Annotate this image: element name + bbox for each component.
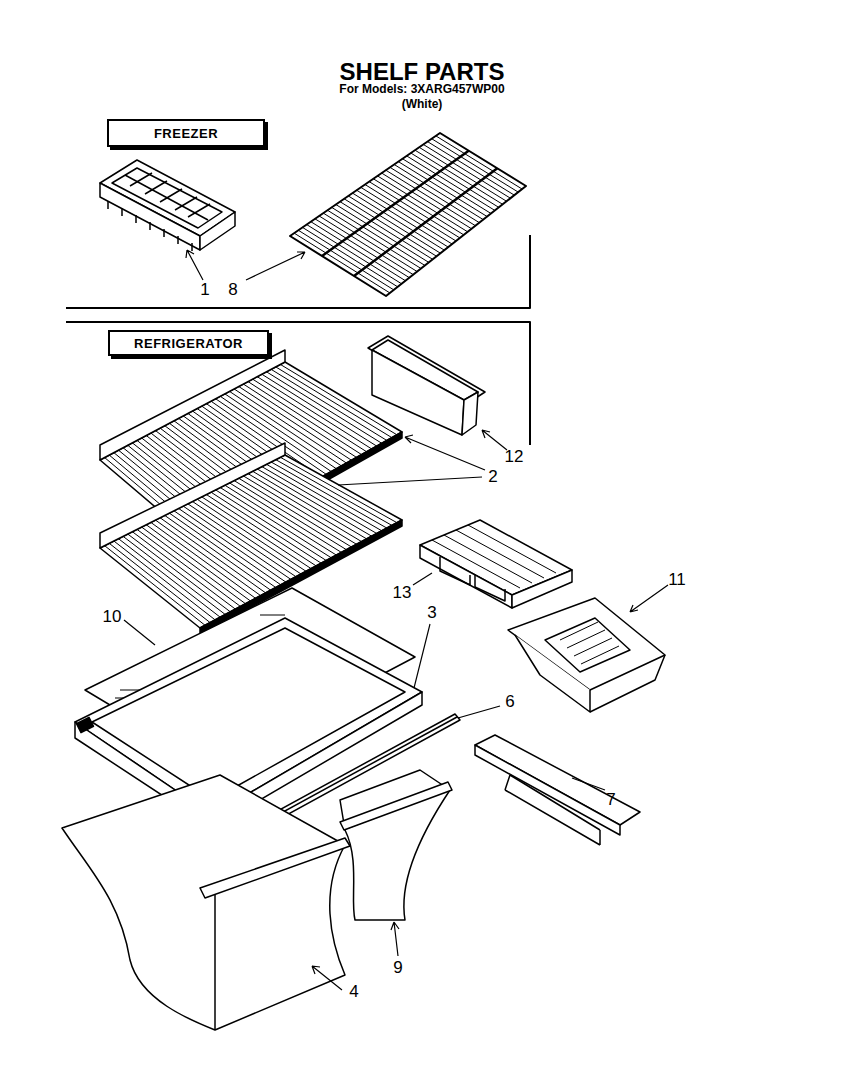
shelf-wire (262, 374, 377, 446)
callout-number: 12 (505, 447, 524, 467)
section-box: FREEZER (107, 119, 265, 147)
crisper-cover (475, 735, 640, 845)
shelf-wire (280, 457, 397, 522)
section-box: REFRIGERATOR (108, 330, 269, 356)
shelf-wire (216, 490, 327, 561)
shelf-wire (243, 476, 356, 544)
shelf-wire (243, 384, 356, 457)
shelf-wire (271, 462, 387, 528)
callout-number: 2 (488, 467, 497, 487)
shelf-wire (239, 478, 352, 547)
shelf-wire (156, 520, 261, 596)
shelf-wire (267, 372, 382, 444)
callout-number: 9 (393, 958, 402, 978)
callout-number: 11 (668, 570, 686, 590)
shelf-wire (193, 502, 302, 575)
shelf-wire (354, 168, 497, 276)
shelf-wire (253, 379, 367, 452)
shelf-wire (128, 534, 231, 612)
section-divider (66, 235, 530, 308)
shelf-wire (151, 522, 256, 598)
shelf-wire (230, 483, 342, 553)
shelf-wire (257, 377, 371, 449)
shelf-wire (132, 532, 235, 609)
crisper-drawer (340, 770, 452, 920)
shelf-wire (225, 485, 336, 555)
shelf-wire (160, 518, 266, 593)
model-note: For Models: 3XARG457WP00 (339, 82, 504, 96)
shelf-wire (267, 464, 382, 531)
shelf-wire (220, 488, 331, 558)
callout-number: 10 (103, 607, 122, 627)
door-bin (368, 336, 485, 435)
shelf-wire (137, 529, 240, 606)
shelf-wire (211, 492, 321, 563)
leader-line (124, 250, 668, 990)
shelf-wire (322, 151, 469, 256)
shelf-wire (257, 469, 371, 536)
shelf-wire (234, 481, 346, 550)
wire-shelf (290, 133, 526, 296)
shelf-wire (123, 536, 225, 614)
shelf-wire (114, 541, 215, 620)
shelf-wire (276, 367, 392, 438)
shelf-wire (169, 513, 275, 587)
diagram-title: SHELF PARTS (340, 58, 505, 86)
shelf-wire (202, 497, 311, 569)
shelf-wire (146, 525, 250, 601)
shelf-wire (179, 508, 286, 582)
callout-number: 6 (505, 692, 514, 712)
ice-tray (100, 160, 235, 251)
callout-number: 7 (606, 790, 615, 810)
shelf-wire (109, 543, 210, 622)
shelf-wire (280, 364, 397, 434)
refrigerator-shelf (100, 443, 402, 635)
shelf-wire (183, 506, 291, 579)
shelf-wire (248, 474, 362, 542)
shelf-wire (165, 515, 271, 590)
shelf-wire (271, 369, 387, 440)
shelf-wire (197, 499, 306, 571)
section-label: REFRIGERATOR (134, 336, 243, 351)
shelf-wire (188, 504, 296, 577)
section-label: FREEZER (154, 126, 218, 141)
callout-number: 8 (228, 280, 237, 300)
shelf-wire (206, 495, 316, 566)
shelf-wire (248, 382, 362, 455)
crisper-drawer (62, 775, 350, 1030)
shelf-wire (174, 511, 281, 585)
callout-number: 1 (200, 280, 209, 300)
callout-number: 4 (349, 982, 358, 1002)
shelf-wire (119, 539, 221, 618)
shelf-wire (253, 471, 367, 539)
meat-drawer (508, 598, 665, 712)
shelf-wire (276, 460, 392, 526)
shelf-wire (142, 527, 246, 604)
snack-tray (420, 520, 572, 608)
shelf-wire (262, 467, 377, 534)
callout-number: 3 (427, 603, 436, 623)
callout-number: 13 (393, 583, 412, 603)
model-note: (White) (402, 97, 443, 111)
